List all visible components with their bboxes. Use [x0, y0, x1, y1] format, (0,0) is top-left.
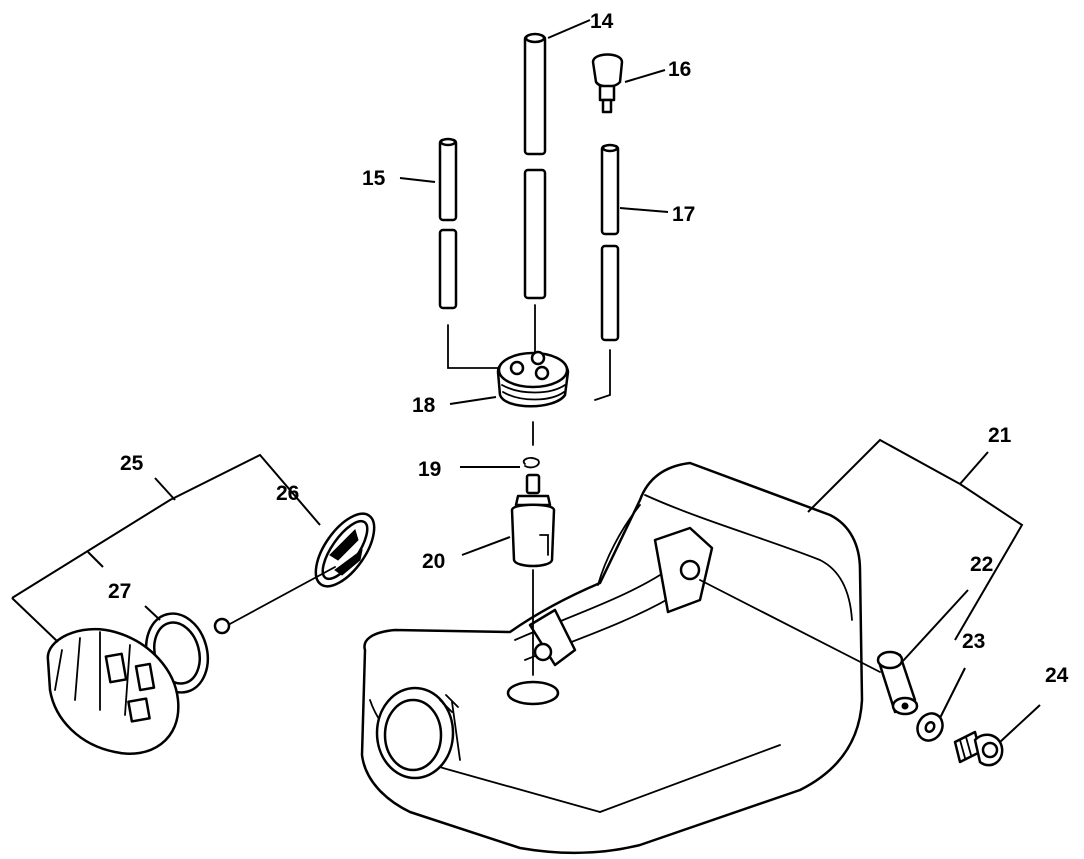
callout-15: 15 [362, 167, 386, 190]
fuel-filter-20 [510, 473, 556, 676]
clip-19 [522, 457, 540, 469]
callout-20: 20 [422, 550, 445, 573]
fuel-tank [360, 461, 864, 855]
callout-18: 18 [412, 394, 436, 417]
vent-fitting-16 [591, 53, 624, 114]
callout-24: 24 [1045, 664, 1069, 687]
hose-15 [438, 137, 506, 369]
hose-17 [594, 143, 620, 401]
callout-17: 17 [672, 203, 695, 226]
callout-23: 23 [962, 630, 985, 653]
callout-leaders [11, 19, 1041, 743]
callout-21: 21 [988, 424, 1012, 447]
callout-26: 26 [276, 482, 299, 505]
filler-neck [375, 686, 461, 780]
bolt-24 [953, 730, 1004, 767]
mounting-axis-line [699, 579, 881, 673]
callout-22: 22 [970, 553, 993, 576]
callout-19: 19 [418, 458, 441, 481]
callout-27: 27 [108, 580, 131, 603]
spacer-22 [876, 650, 919, 716]
callout-14: 14 [590, 10, 614, 33]
callout-labels: 14 15 16 17 18 19 20 21 22 23 24 25 26 2… [108, 10, 1069, 687]
washer-23 [916, 712, 944, 742]
callout-16: 16 [668, 58, 691, 81]
callout-25: 25 [120, 452, 144, 475]
grommet-18 [496, 350, 570, 446]
hose-14 [523, 32, 547, 356]
fuel-cap-25 [46, 627, 180, 755]
filter-26 [213, 512, 376, 635]
